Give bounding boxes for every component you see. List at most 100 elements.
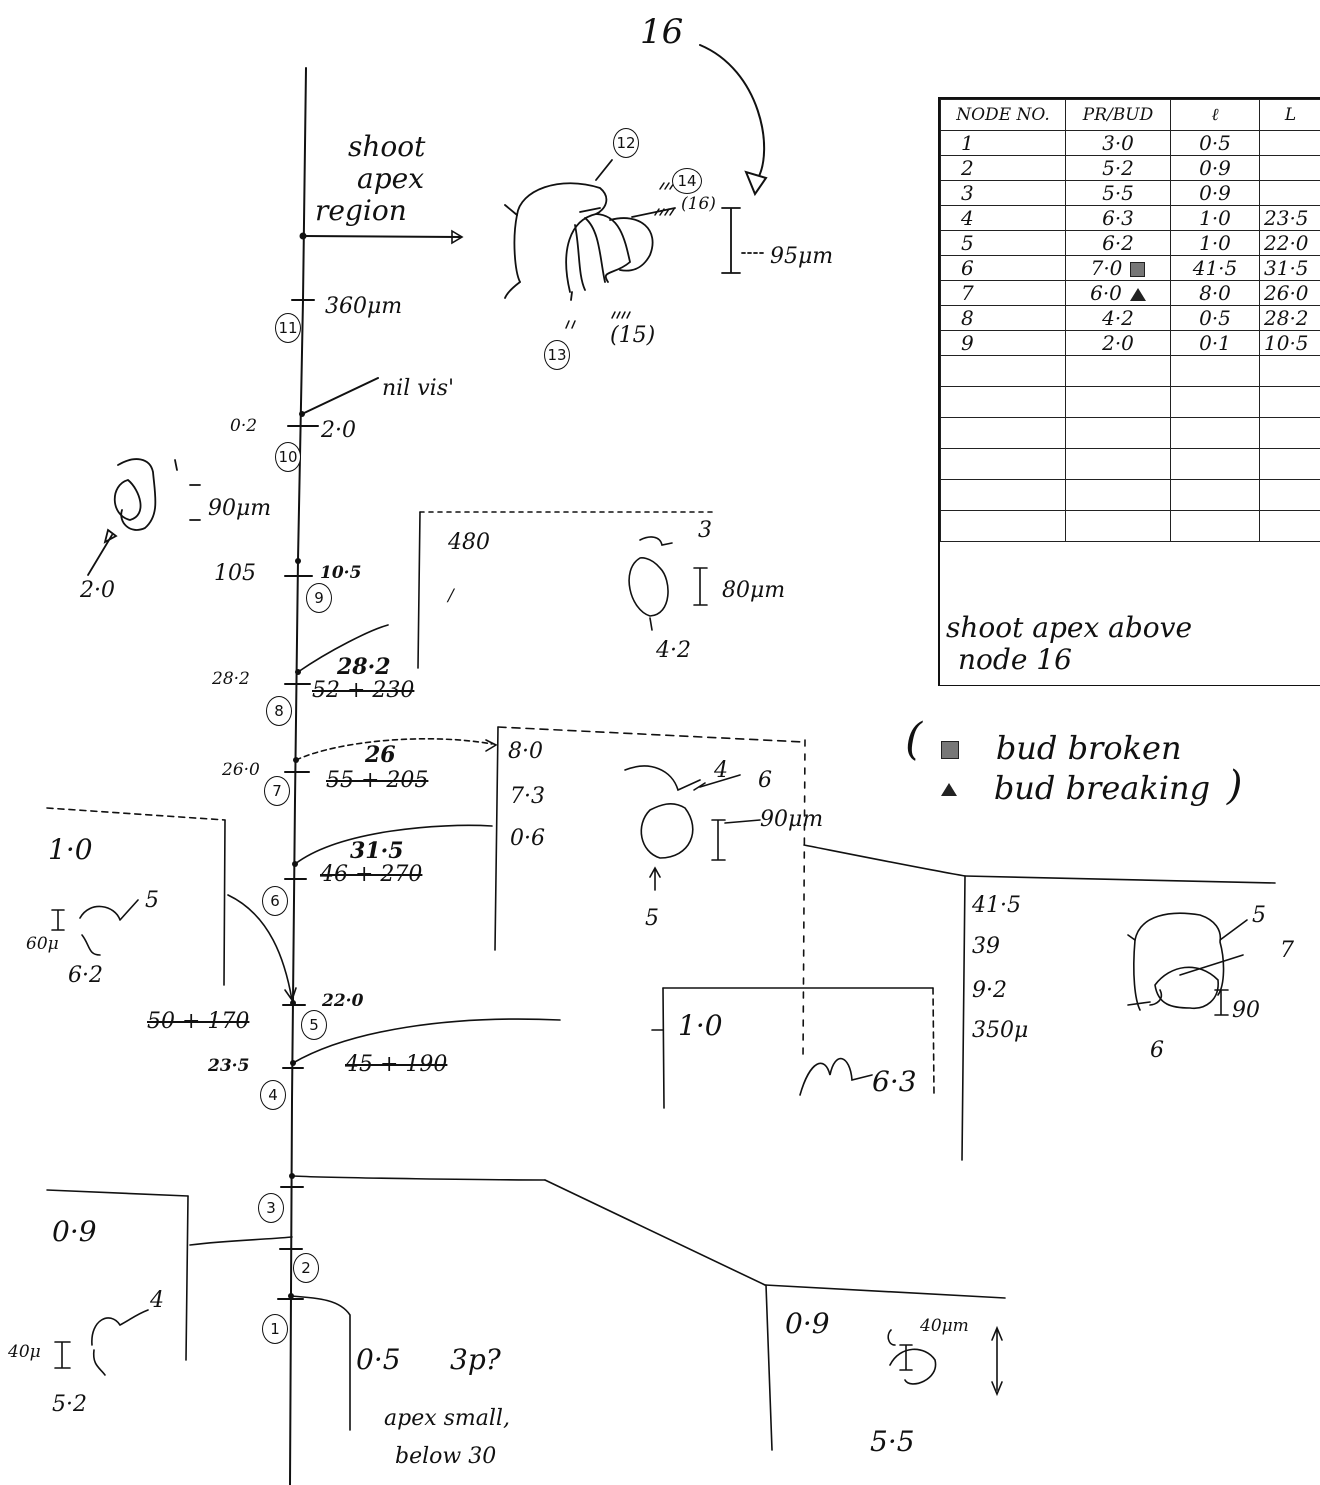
table-row: 25·20·9 (941, 156, 1320, 181)
cell-pr-bud: 4·2 (1066, 306, 1171, 331)
cell-empty (941, 511, 1066, 542)
cell-node: 2 (941, 156, 1066, 181)
box-9-top: 3 (698, 520, 712, 542)
box-9-tick: / (448, 588, 454, 605)
cell-big-l (1260, 156, 1320, 181)
box-2-lines (47, 1176, 1005, 1450)
cell-small-l: 1·0 (1171, 231, 1260, 256)
box-4-bud: 6·3 (872, 1068, 917, 1096)
cell-pr-value: 6·2 (1102, 231, 1134, 255)
stem-length-360: 360μm (325, 296, 402, 318)
box-6-v4: 350μ (972, 1020, 1028, 1042)
cell-pr-value: 4·2 (1102, 306, 1134, 330)
cell-pr-value: 6·0 (1090, 281, 1122, 305)
node-5-right: 22·0 (322, 993, 363, 1010)
box-6-right: 7 (1280, 940, 1294, 962)
cell-small-l: 1·0 (1171, 206, 1260, 231)
node-10-left: 0·2 (230, 418, 257, 435)
box-2-right: 4 (150, 1290, 164, 1312)
table-body: 13·00·525·20·935·50·946·31·023·556·21·02… (941, 131, 1320, 542)
cell-node: 1 (941, 131, 1066, 156)
box-7-top: 4 (714, 760, 728, 782)
box-3-scale: 40μm (920, 1318, 969, 1335)
box-5-value: 1·0 (48, 836, 93, 864)
cell-empty (1260, 356, 1320, 387)
nil-vis-label: nil vis' (382, 378, 454, 400)
legend-broken-label: bud broken (996, 729, 1182, 767)
node-6-top: 31·5 (350, 840, 404, 862)
node-data-table: NODE NO. PR/BUD ℓ L 13·00·525·20·935·50·… (938, 97, 1320, 686)
cell-node: 7 (941, 281, 1066, 306)
cell-big-l: 22·0 (1260, 231, 1320, 256)
cell-empty (1171, 418, 1260, 449)
node-10-right: 2·0 (321, 420, 356, 442)
legend-row-breaking: bud breaking ) (941, 766, 1243, 808)
table-row-empty (941, 480, 1320, 511)
box-2-scale: 40μ (8, 1344, 41, 1361)
table-header-row: NODE NO. PR/BUD ℓ L (941, 100, 1320, 131)
node-8-top: 28·2 (337, 656, 391, 678)
box-3-value: 0·9 (785, 1310, 830, 1338)
cell-empty (1171, 356, 1260, 387)
cell-pr-bud: 2·0 (1066, 331, 1171, 356)
label-node-16: 16 (640, 15, 683, 49)
cell-empty (1066, 356, 1171, 387)
cell-pr-bud: 6·2 (1066, 231, 1171, 256)
cell-small-l: 0·9 (1171, 181, 1260, 206)
legend-breaking-label: bud breaking (994, 769, 1210, 807)
box-3-bottom: 5·5 (870, 1428, 915, 1456)
table-row-empty (941, 356, 1320, 387)
box-7-scale: 90μm (760, 809, 823, 831)
cell-pr-value: 5·2 (1102, 156, 1134, 180)
cell-empty (1171, 449, 1260, 480)
node-circle-1: 1 (262, 1314, 288, 1344)
box-7-v1: 8·0 (508, 741, 543, 763)
cell-empty (1066, 480, 1171, 511)
cell-pr-value: 5·5 (1102, 181, 1134, 205)
node-7-top: 26 (365, 744, 396, 766)
cell-pr-bud: 3·0 (1066, 131, 1171, 156)
table-row: 35·50·9 (941, 181, 1320, 206)
node-8-struck: 52 + 230 (312, 680, 414, 702)
cell-empty (941, 480, 1066, 511)
node-5-struck: 50 + 170 (147, 1011, 249, 1033)
box-4-value: 1·0 (678, 1012, 723, 1040)
cell-node: 4 (941, 206, 1066, 231)
cell-empty (1171, 387, 1260, 418)
label-shoot: shoot (348, 133, 425, 161)
apex-sketch (505, 160, 675, 300)
box-6-v3: 9·2 (972, 980, 1007, 1002)
cell-empty (1260, 449, 1320, 480)
node-circle-2: 2 (293, 1253, 319, 1283)
node-circle-7: 7 (264, 776, 290, 806)
node-circle-10: 10 (275, 442, 301, 472)
cell-big-l (1260, 181, 1320, 206)
cell-big-l: 10·5 (1260, 331, 1320, 356)
box-1-below: below 30 (395, 1446, 496, 1468)
cell-empty (1066, 449, 1171, 480)
cell-node: 6 (941, 256, 1066, 281)
cell-empty (1260, 387, 1320, 418)
bud-breaking-icon (941, 783, 957, 796)
label-apex: apex (357, 165, 424, 193)
legend-close-paren: ) (1227, 763, 1243, 809)
box-1-note: 3p? (450, 1346, 501, 1374)
node-6-struck: 46 + 270 (320, 864, 422, 886)
box-6-scale: 90 (1232, 1000, 1260, 1022)
box-1-value: 0·5 (356, 1346, 401, 1374)
bud-broken-icon (941, 741, 959, 759)
bud-10-sketch (88, 459, 200, 575)
node-circle-3: 3 (258, 1193, 284, 1223)
leaf-12-circle: 12 (613, 128, 639, 158)
bud-10-scale: 90μm (208, 498, 271, 520)
leaf-13-circle: 13 (544, 340, 570, 370)
header-pr-bud: PR/BUD (1066, 100, 1171, 131)
arrow-16 (700, 45, 764, 180)
cell-empty (1066, 418, 1171, 449)
cell-node: 9 (941, 331, 1066, 356)
box-7-v3: 0·6 (510, 828, 545, 850)
leaf-14-circle: 14 (672, 168, 702, 194)
scale-95um: 95μm (770, 246, 833, 268)
box-1-apex-small: apex small, (384, 1408, 510, 1430)
